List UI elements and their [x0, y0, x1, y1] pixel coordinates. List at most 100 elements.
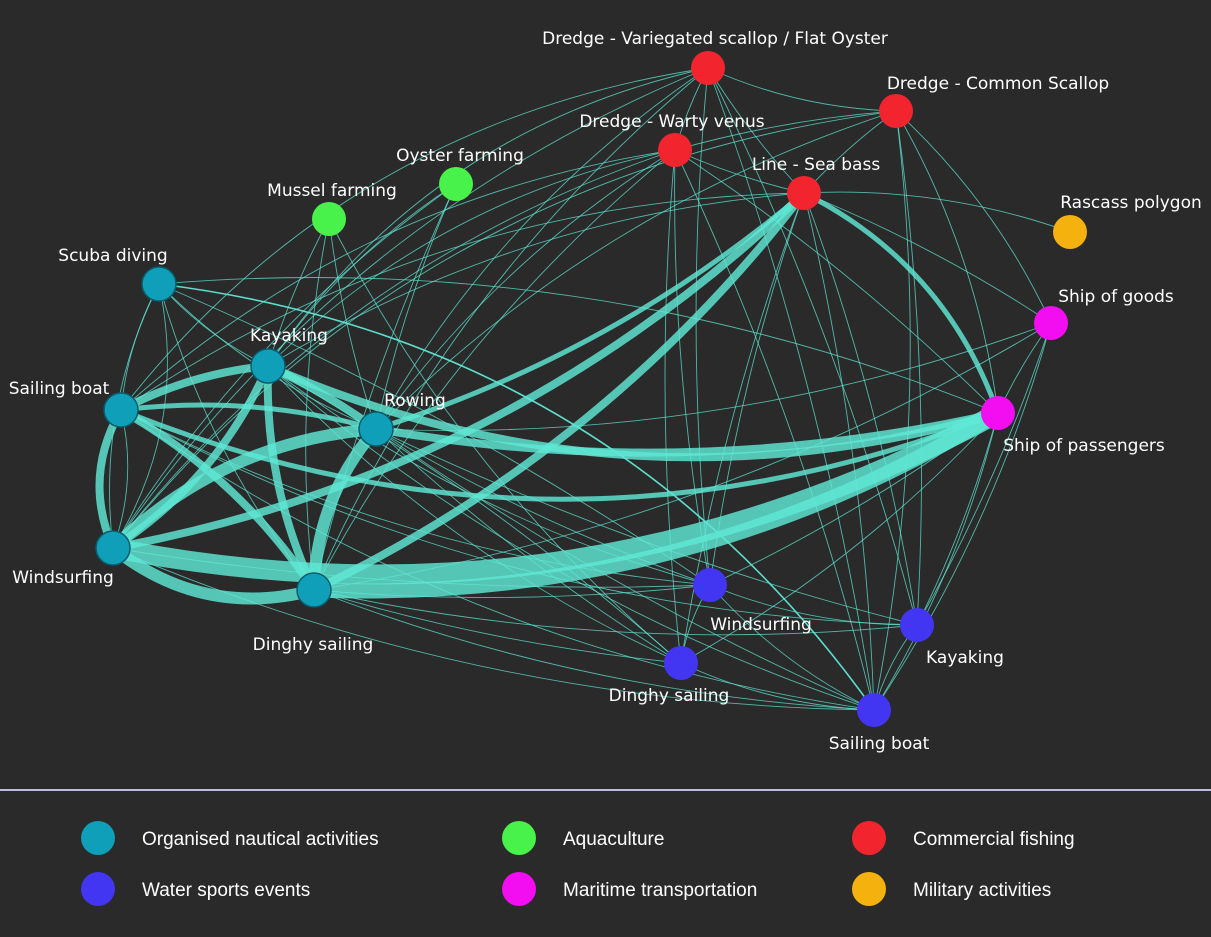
node-mussel[interactable] [312, 202, 346, 236]
edge-bass-sail2 [803, 192, 875, 711]
edge-bass-dinghy2 [680, 192, 805, 664]
node-label-wind2: Windsurfing [710, 615, 812, 635]
edge-bass-sail1 [120, 192, 805, 411]
edge-dcom-dwar [674, 110, 897, 151]
legend-label: Aquaculture [563, 829, 664, 850]
node-label-mussel: Mussel farming [267, 181, 397, 201]
edge-dwar-dinghy2 [664, 149, 682, 664]
node-label-sail2: Sailing boat [829, 734, 930, 754]
edge-dvar-sail2 [707, 67, 875, 711]
edge-dcom-rowing [375, 110, 897, 430]
thick-edge-layer [95, 189, 1008, 711]
legend-label: Organised nautical activities [142, 829, 379, 850]
thin-edge-layer [109, 67, 1071, 711]
node-label-dwar: Dredge - Warty venus [579, 112, 764, 132]
edge-sail1-pass [118, 407, 1001, 502]
node-label-dinghy1: Dinghy sailing [253, 635, 374, 655]
edge-wind1-rowing [107, 423, 382, 554]
node-dinghy1[interactable] [296, 572, 332, 608]
node-dinghy2[interactable] [664, 646, 698, 680]
edge-bass-rascass [803, 191, 1071, 233]
node-label-rowing: Rowing [384, 391, 446, 411]
node-sail2[interactable] [857, 693, 891, 727]
node-dwar[interactable] [658, 133, 692, 167]
edge-scuba-pass [158, 277, 999, 414]
edge-dvar-kayak2 [707, 67, 918, 626]
node-rowing[interactable] [358, 411, 394, 447]
node-label-rascass: Rascass polygon [1060, 193, 1202, 213]
node-scuba[interactable] [141, 266, 177, 302]
node-sail1[interactable] [103, 392, 139, 428]
node-label-dcom: Dredge - Common Scallop [887, 74, 1109, 94]
edge-sail1-dinghy1 [117, 406, 318, 594]
edge-wind2-kayak2 [709, 584, 918, 626]
node-oyster[interactable] [439, 167, 473, 201]
edge-dinghy1-kayak2 [313, 589, 918, 636]
edge-dinghy1-rowing [308, 423, 382, 596]
edge-goods-sail2 [873, 322, 1052, 711]
edge-dinghy1-sail2 [313, 589, 875, 711]
node-label-goods: Ship of goods [1058, 287, 1174, 307]
edge-dvar-sail1 [120, 67, 709, 411]
node-kayak1[interactable] [250, 348, 286, 384]
edge-dwar-rowing [375, 149, 676, 430]
node-rascass[interactable] [1053, 215, 1087, 249]
node-label-sail1: Sailing boat [9, 379, 110, 399]
edge-oyster-dinghy1 [313, 183, 457, 591]
edge-dvar-wind2 [695, 67, 711, 586]
node-dcom[interactable] [879, 94, 913, 128]
edge-dwar-pass [674, 149, 999, 414]
node-label-oyster: Oyster farming [396, 146, 524, 166]
edge-dwar-sail1 [120, 149, 676, 411]
edge-kayak1-dinghy1 [263, 362, 318, 594]
edge-bass-kayak1 [267, 192, 805, 367]
node-label-kayak1: Kayaking [250, 326, 328, 346]
edge-dvar-rowing [375, 67, 709, 430]
node-kayak2[interactable] [900, 608, 934, 642]
edge-mussel-dinghy2 [328, 218, 682, 664]
node-label-bass: Line - Sea bass [752, 155, 881, 175]
node-goods[interactable] [1034, 306, 1068, 340]
node-label-dvar: Dredge - Variegated scallop / Flat Oyste… [542, 29, 888, 49]
node-bass[interactable] [787, 176, 821, 210]
edge-pass-kayak2 [916, 412, 999, 626]
node-label-pass: Ship of passengers [1003, 436, 1165, 456]
edge-dwar-sail2 [674, 149, 875, 711]
edge-wind1-dinghy1 [107, 542, 320, 605]
node-wind1[interactable] [95, 530, 131, 566]
edge-dcom-goods [895, 110, 1052, 324]
legend-label: Commercial fishing [913, 829, 1075, 850]
edge-rowing-dinghy2 [375, 428, 682, 664]
edge-scuba-wind2 [158, 283, 711, 586]
edge-dwar-kayak1 [267, 149, 676, 367]
edge-dcom-pass [895, 110, 999, 414]
node-dvar[interactable] [691, 51, 725, 85]
node-label-scuba: Scuba diving [58, 246, 167, 266]
edge-dwar-wind1 [112, 149, 676, 549]
legend-circle-icon [852, 821, 886, 855]
node-label-wind1: Windsurfing [12, 568, 114, 588]
edge-bass-goods [803, 192, 1052, 324]
edge-rowing-sail2 [375, 428, 875, 711]
legend-circle-icon [81, 872, 115, 906]
edge-scuba-wind1 [112, 283, 168, 549]
edge-rowing-pass [372, 409, 1002, 457]
legend-circle-icon [81, 821, 115, 855]
edge-dvar-bass [707, 67, 805, 194]
edge-bass-dinghy1 [310, 189, 808, 594]
node-label-kayak2: Kayaking [926, 648, 1004, 668]
edge-dcom-wind1 [112, 110, 897, 549]
edge-dvar-dcom [707, 67, 897, 112]
edge-sail1-kayak1 [117, 362, 272, 414]
edge-bass-wind1 [109, 189, 808, 552]
node-wind2[interactable] [693, 568, 727, 602]
legend-circle-icon [502, 872, 536, 906]
node-pass[interactable] [981, 396, 1015, 430]
edge-goods-kayak2 [916, 322, 1052, 626]
edge-pass-sail2 [873, 412, 999, 711]
edge-dinghy1-dinghy2 [313, 589, 682, 664]
edge-dinghy2-sail2 [680, 662, 875, 711]
edge-scuba-sail2 [158, 283, 875, 711]
